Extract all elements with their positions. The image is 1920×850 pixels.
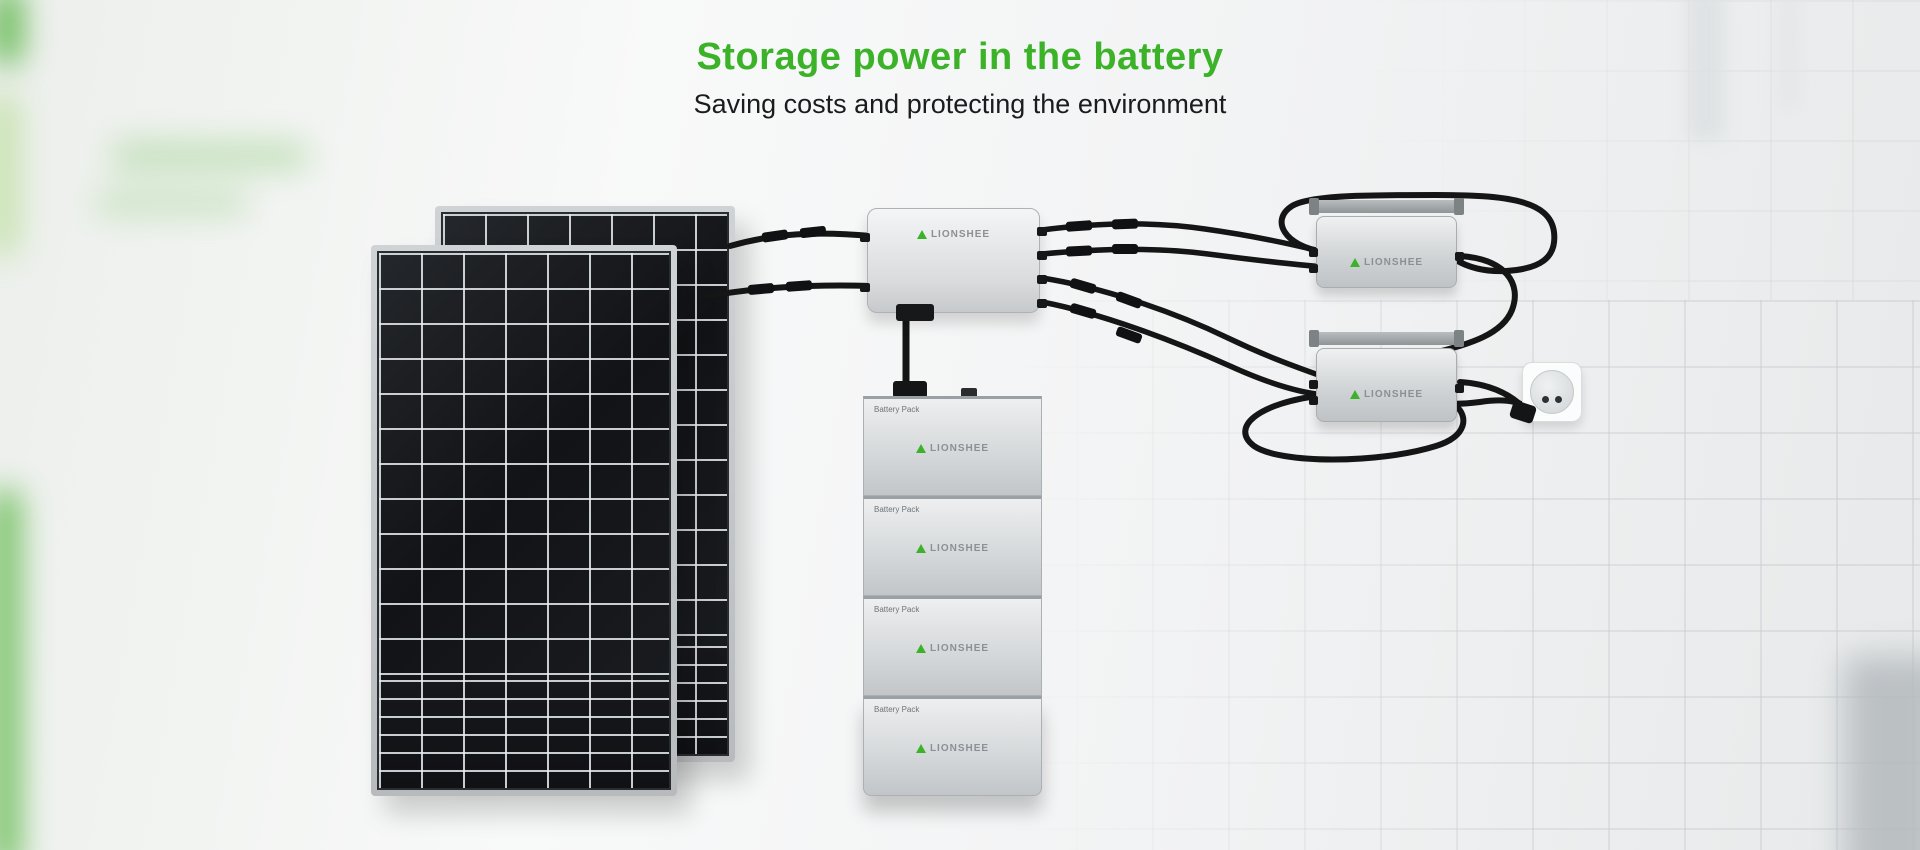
brand-name: LIONSHEE: [930, 229, 991, 240]
controller-output-port-3: [1037, 275, 1047, 284]
wall-socket: [1508, 362, 1582, 425]
socket-recess: [1530, 370, 1574, 414]
battery-brand: LIONSHEE: [864, 443, 1041, 454]
battery-module-label: Battery Pack: [874, 505, 920, 514]
controller-output-port-1: [1037, 227, 1047, 236]
gray-bar-top-right-1: [1688, 0, 1724, 140]
controller-output-port-4: [1037, 299, 1047, 308]
solar-panel-front: [371, 245, 677, 796]
brand-name: LIONSHEE: [929, 443, 990, 454]
controller-brand: LIONSHEE: [868, 229, 1039, 240]
green-accent-bottom-left: [0, 490, 20, 850]
blurred-green-text-2: [96, 190, 248, 216]
controller-input-port-1: [860, 233, 870, 242]
inverter-ac-port: [1455, 384, 1464, 393]
brand-name: LIONSHEE: [929, 643, 990, 654]
battery-top-connector: [893, 381, 927, 398]
brand-name: LIONSHEE: [1363, 257, 1424, 268]
lionshee-logo-icon: [915, 644, 926, 653]
battery-brand: LIONSHEE: [864, 643, 1041, 654]
controller-battery-connector: [896, 304, 934, 321]
inverter-brand: LIONSHEE: [1317, 257, 1456, 268]
lionshee-logo-icon: [916, 230, 927, 239]
solar-cells-front: [377, 251, 671, 790]
blurred-green-text-1: [112, 142, 308, 170]
green-accent-left: [0, 95, 18, 255]
micro-inverter-2: LIONSHEE: [1309, 330, 1464, 422]
lionshee-logo-icon: [915, 744, 926, 753]
page-title: Storage power in the battery: [696, 36, 1224, 78]
battery-brand: LIONSHEE: [864, 543, 1041, 554]
battery-top-connector-2: [961, 388, 977, 398]
inverter-body: LIONSHEE: [1316, 216, 1457, 288]
socket-hole-right: [1555, 396, 1562, 403]
green-accent-top-left: [0, 0, 22, 64]
charge-controller: LIONSHEE: [860, 208, 1047, 321]
battery-brand: LIONSHEE: [864, 743, 1041, 754]
inverter-dc-port-2: [1309, 264, 1318, 273]
battery-module-1: Battery Pack LIONSHEE: [863, 396, 1042, 496]
lionshee-logo-icon: [915, 544, 926, 553]
inverter-dc-port-2: [1309, 396, 1318, 405]
battery-module-3: Battery Pack LIONSHEE: [863, 596, 1042, 696]
lionshee-logo-icon: [1349, 258, 1360, 267]
headline: Storage power in the battery Saving cost…: [0, 36, 1920, 120]
battery-module-label: Battery Pack: [874, 405, 920, 414]
inverter-ac-port: [1455, 252, 1464, 261]
lionshee-logo-icon: [915, 444, 926, 453]
controller-input-port-2: [860, 283, 870, 292]
inverter-body: LIONSHEE: [1316, 348, 1457, 422]
battery-module-4: Battery Pack LIONSHEE: [863, 696, 1042, 796]
brand-name: LIONSHEE: [929, 743, 990, 754]
inverter-brand: LIONSHEE: [1317, 389, 1456, 400]
controller-output-port-2: [1037, 251, 1047, 260]
battery-module-2: Battery Pack LIONSHEE: [863, 496, 1042, 596]
micro-inverter-1: LIONSHEE: [1309, 198, 1464, 288]
battery-module-label: Battery Pack: [874, 605, 920, 614]
gray-bar-top-right-2: [1778, 0, 1800, 110]
page-subtitle: Saving costs and protecting the environm…: [693, 89, 1227, 119]
battery-stack: Battery Pack LIONSHEE Battery Pack LIONS…: [863, 381, 1042, 796]
inverter-dc-port-1: [1309, 380, 1318, 389]
inverter-dc-port-1: [1309, 248, 1318, 257]
lionshee-logo-icon: [1349, 390, 1360, 399]
inverter-mounting-bracket: [1309, 330, 1464, 347]
battery-module-label: Battery Pack: [874, 705, 920, 714]
gray-accent-bottom-right: [1844, 656, 1920, 850]
inverter-mounting-bracket: [1309, 198, 1464, 215]
socket-hole-left: [1542, 396, 1549, 403]
brand-name: LIONSHEE: [1363, 389, 1424, 400]
brand-name: LIONSHEE: [929, 543, 990, 554]
